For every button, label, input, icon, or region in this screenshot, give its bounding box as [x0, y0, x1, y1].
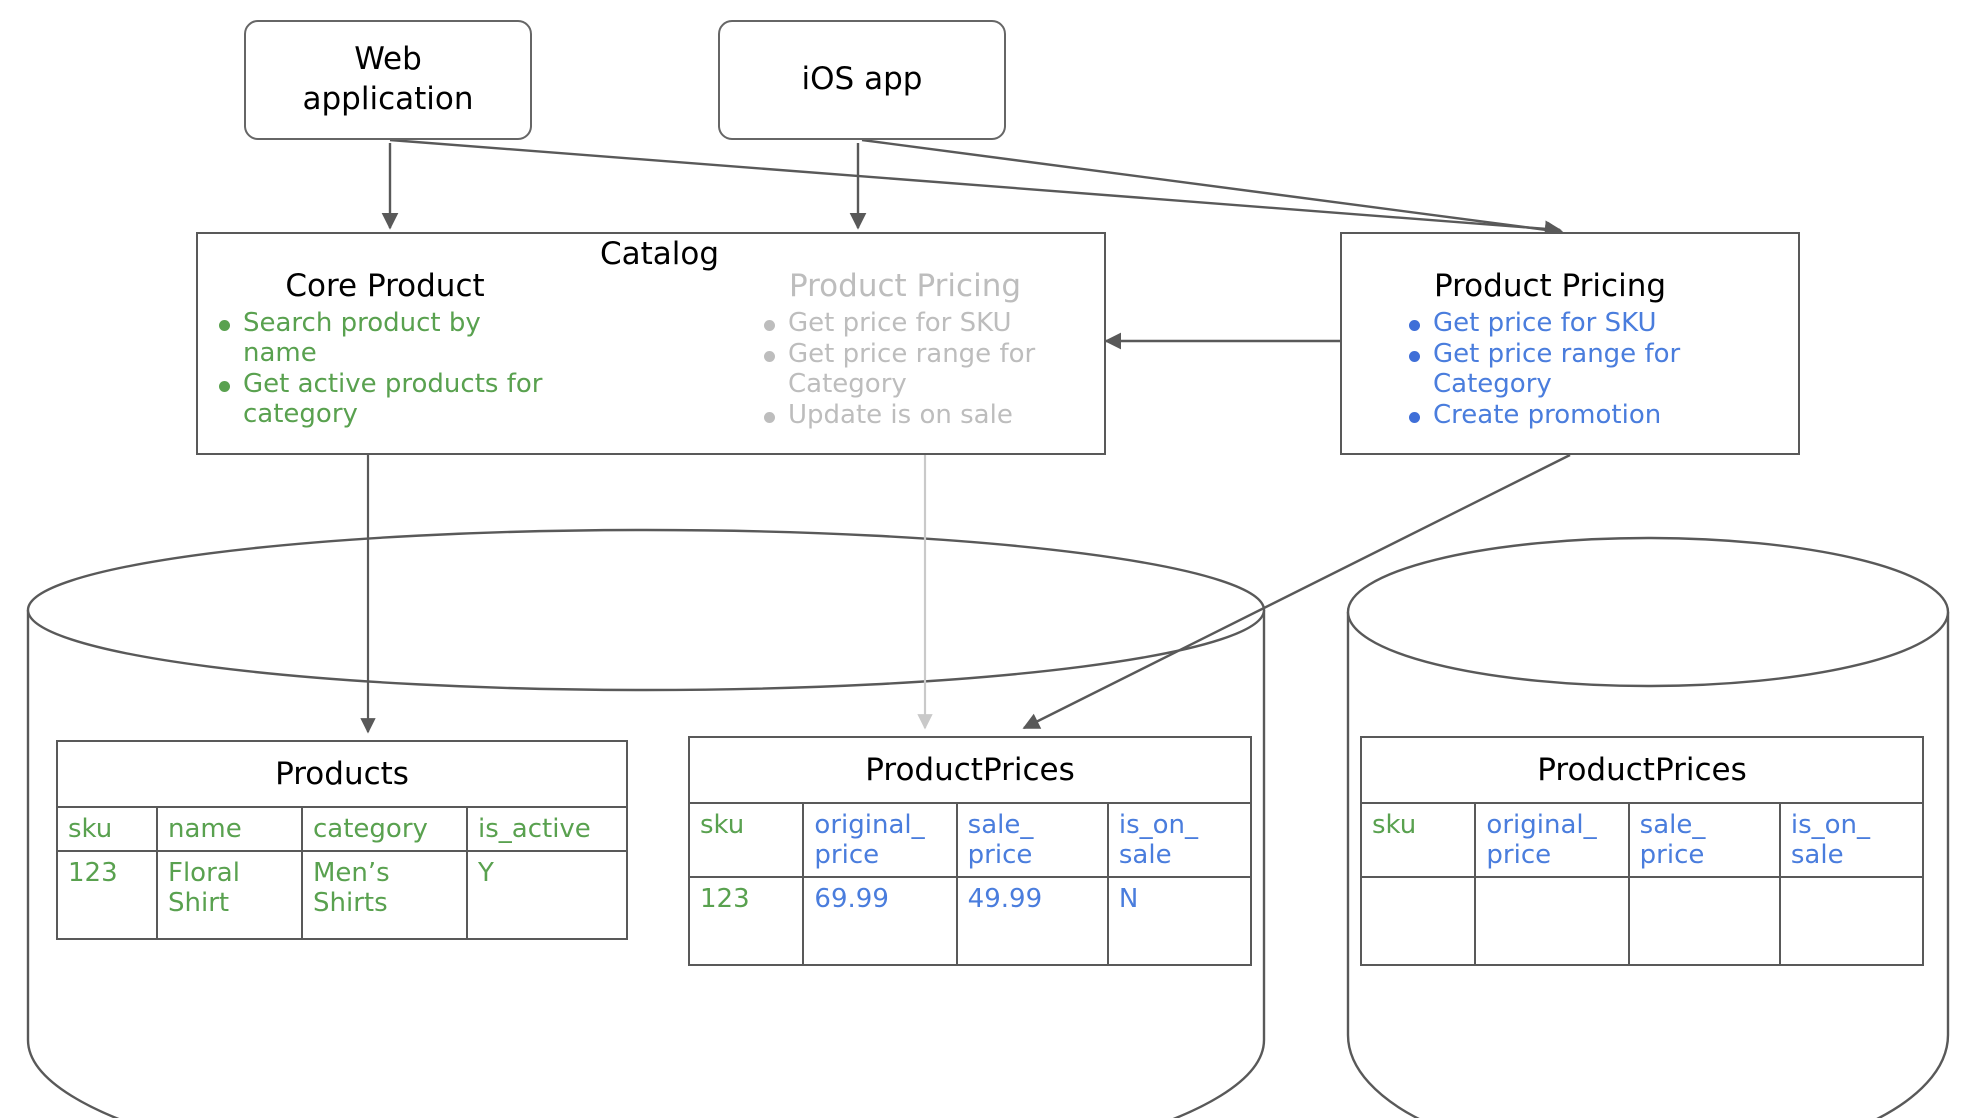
- table-productprices-pricing[interactable]: ProductPrices sku original_ price sale_ …: [1359, 736, 1925, 966]
- capability-item[interactable]: Get price range for Category: [760, 339, 1050, 399]
- bullet-icon: [764, 412, 775, 424]
- table-cell: 123: [56, 850, 158, 940]
- column-header: sku: [56, 806, 158, 852]
- table-cell: 123: [687, 876, 805, 966]
- column-header: name: [156, 806, 303, 852]
- table-cell: [1778, 876, 1925, 966]
- capability-group-product-pricing-deprecated: Product Pricing Get price for SKU Get pr…: [760, 268, 1050, 432]
- capability-group-core-product: Core Product Search product by name Get …: [215, 268, 555, 431]
- bullet-icon: [1409, 320, 1420, 331]
- column-header: sale_ price: [955, 802, 1109, 878]
- table-cell: 49.99: [955, 876, 1109, 966]
- capability-item[interactable]: Search product by name: [215, 308, 555, 368]
- table-header-row: sku original_ price sale_ price is_on_ s…: [687, 802, 1253, 878]
- table-name: Products: [55, 740, 629, 808]
- capability-list: Search product by name Get active produc…: [215, 308, 555, 430]
- table-productprices-catalog[interactable]: ProductPrices sku original_ price sale_ …: [687, 736, 1253, 966]
- column-header: is_on_ sale: [1778, 802, 1925, 878]
- capability-group-title: Core Product: [285, 268, 485, 304]
- table-cell: N: [1106, 876, 1253, 966]
- table-header-row: sku name category is_active: [56, 806, 629, 852]
- capability-item[interactable]: Create promotion: [1405, 400, 1695, 430]
- table-row: 123 Floral Shirt Men’s Shirts Y: [56, 850, 629, 940]
- table-name: ProductPrices: [688, 736, 1252, 804]
- table-name: ProductPrices: [1360, 736, 1924, 804]
- client-box-ios-app[interactable]: iOS app: [718, 20, 1006, 140]
- column-header: is_on_ sale: [1106, 802, 1253, 878]
- capability-item[interactable]: Update is on sale: [760, 400, 1050, 430]
- column-header: is_active: [465, 806, 629, 852]
- column-header: sku: [687, 802, 805, 878]
- capability-list: Get price for SKU Get price range for Ca…: [1405, 308, 1695, 431]
- bullet-icon: [764, 320, 775, 331]
- bullet-icon: [764, 351, 775, 363]
- table-products[interactable]: Products sku name category is_active 123…: [55, 740, 629, 940]
- table-title-row: Products: [55, 740, 629, 808]
- edge-web-to-product-pricing: [389, 138, 1562, 238]
- bullet-icon: [219, 381, 230, 393]
- capability-item[interactable]: Get active products for category: [215, 369, 555, 429]
- table-cell: [1627, 876, 1781, 966]
- bullet-icon: [1409, 412, 1420, 424]
- table-title-row: ProductPrices: [1360, 736, 1924, 804]
- table-header-row: sku original_ price sale_ price is_on_ s…: [1359, 802, 1925, 878]
- table-cell: 69.99: [802, 876, 958, 966]
- client-label-ios: iOS app: [801, 61, 923, 98]
- bullet-icon: [1409, 351, 1420, 363]
- table-row: 123 69.99 49.99 N: [687, 876, 1253, 966]
- capability-item[interactable]: Get price range for Category: [1405, 339, 1695, 399]
- capability-group-product-pricing: Product Pricing Get price for SKU Get pr…: [1405, 268, 1695, 432]
- column-header: original_ price: [802, 802, 958, 878]
- table-cell: [1474, 876, 1630, 966]
- capability-group-title: Product Pricing: [788, 268, 1022, 304]
- column-header: sale_ price: [1627, 802, 1781, 878]
- edge-ios-to-product-pricing: [861, 138, 1564, 239]
- client-box-web-application[interactable]: Web application: [244, 20, 532, 140]
- capability-item[interactable]: Get price for SKU: [760, 308, 1050, 338]
- bullet-icon: [219, 320, 230, 331]
- capability-group-title: Product Pricing: [1433, 268, 1667, 304]
- client-label-web: Web application: [302, 41, 474, 117]
- table-title-row: ProductPrices: [688, 736, 1252, 804]
- column-header: category: [301, 806, 468, 852]
- edge-product-pricing-to-productprices: [1022, 453, 1571, 730]
- capability-item[interactable]: Get price for SKU: [1405, 308, 1695, 338]
- column-header: sku: [1359, 802, 1477, 878]
- column-header: original_ price: [1474, 802, 1630, 878]
- table-cell: Men’s Shirts: [301, 850, 468, 940]
- capability-list: Get price for SKU Get price range for Ca…: [760, 308, 1050, 431]
- table-cell: [1359, 876, 1477, 966]
- table-cell: Floral Shirt: [156, 850, 303, 940]
- service-label-catalog: Catalog: [590, 236, 730, 272]
- table-row: [1359, 876, 1925, 966]
- table-cell: Y: [465, 850, 629, 940]
